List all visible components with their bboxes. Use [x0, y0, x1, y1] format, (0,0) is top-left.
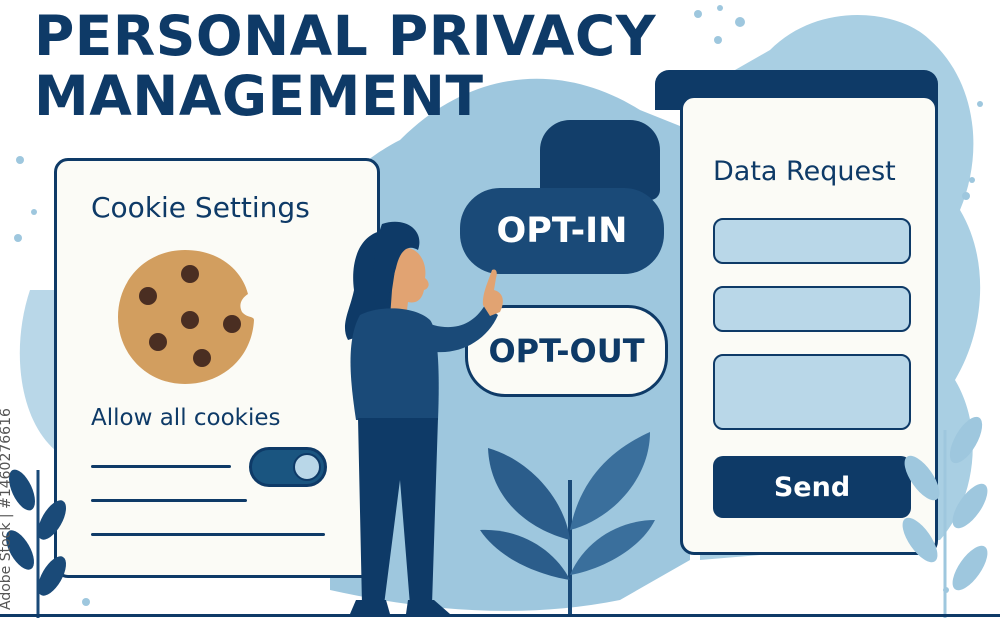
page-title: PERSONAL PRIVACY MANAGEMENT	[34, 6, 656, 126]
opt-in-button[interactable]: OPT-IN	[460, 188, 664, 274]
text-line	[91, 499, 247, 502]
toggle-knob	[293, 453, 321, 481]
plant-left-decoration	[6, 469, 66, 618]
data-request-heading: Data Request	[713, 156, 896, 187]
request-message-field[interactable]	[713, 354, 911, 430]
allow-all-cookies-label: Allow all cookies	[91, 405, 281, 431]
data-request-card: Data Request Send	[680, 95, 938, 555]
text-line	[91, 465, 231, 468]
allow-cookies-toggle[interactable]	[249, 447, 327, 487]
opt-out-button[interactable]: OPT-OUT	[465, 305, 668, 397]
speech-bubble-shape	[540, 120, 660, 200]
cookie-settings-heading: Cookie Settings	[91, 191, 310, 224]
plant-center-decoration	[480, 432, 655, 615]
cookie-settings-card: Cookie Settings Allow all cookies	[54, 158, 380, 578]
request-field-2[interactable]	[713, 286, 911, 332]
send-button[interactable]: Send	[713, 456, 911, 518]
request-field-1[interactable]	[713, 218, 911, 264]
plant-right-decoration	[902, 416, 988, 618]
title-line-2: MANAGEMENT	[34, 64, 484, 128]
watermark: Adobe Stock | #1460276616	[0, 408, 14, 610]
title-line-1: PERSONAL PRIVACY	[34, 4, 657, 68]
person-illustration	[344, 221, 503, 614]
cookie-icon	[118, 250, 254, 384]
text-line	[91, 533, 325, 536]
ground-line	[0, 614, 1000, 617]
